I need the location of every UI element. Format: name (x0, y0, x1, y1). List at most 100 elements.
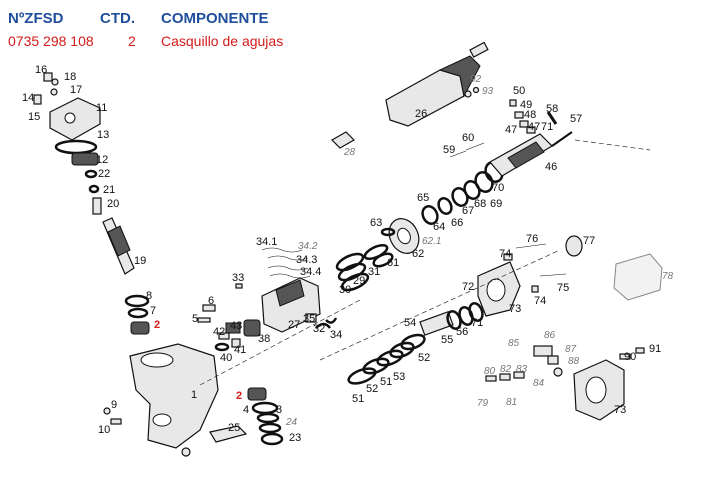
label-35: 35 (303, 313, 315, 325)
part-49 (514, 111, 524, 119)
label-28: 28 (343, 147, 356, 158)
part-86 (533, 345, 553, 357)
ring-52b (400, 333, 426, 351)
part-18 (51, 78, 59, 86)
needle-bearing-2-upper (130, 321, 150, 335)
ring-8 (124, 294, 150, 308)
part-34 (325, 317, 338, 324)
label-55: 55 (441, 334, 453, 346)
label-51a: 51 (380, 376, 392, 388)
label-80: 80 (484, 366, 496, 377)
label-69: 69 (490, 198, 502, 210)
part-58 (546, 111, 558, 125)
label-21: 21 (103, 184, 115, 196)
ring-53 (389, 341, 415, 359)
label-42: 42 (213, 326, 225, 338)
label-66: 66 (451, 217, 463, 229)
label-1: 1 (191, 389, 197, 401)
ring-23 (260, 432, 284, 446)
column-header-part-number: NºZFSD (8, 10, 64, 27)
label-47b: 47 (528, 121, 540, 133)
motor-assembly (331, 41, 489, 149)
label-56: 56 (456, 326, 468, 338)
end-housing-assembly (485, 345, 645, 421)
label-15: 15 (28, 111, 40, 123)
label-47a: 47 (505, 124, 517, 136)
bearing-12 (71, 152, 99, 166)
label-73-middle: 73 (509, 303, 521, 315)
ring-4 (251, 401, 279, 415)
worm-shaft-assembly (449, 99, 651, 177)
label-83: 83 (516, 364, 528, 375)
label-67: 67 (462, 205, 474, 217)
pin-60 (465, 142, 485, 151)
part-92 (464, 90, 472, 98)
ring-7 (127, 307, 149, 319)
label-77: 77 (583, 235, 595, 247)
label-2-lower: 2 (236, 390, 242, 402)
part-40 (214, 342, 230, 352)
ring-71 (468, 302, 484, 322)
label-71-top: 71 (541, 121, 553, 133)
ring-30 (340, 272, 370, 292)
label-26: 26 (415, 108, 427, 120)
spring-34-1 (261, 247, 303, 253)
label-84: 84 (533, 378, 545, 389)
label-63: 63 (370, 217, 382, 229)
label-9: 9 (111, 399, 117, 411)
label-50: 50 (513, 85, 525, 97)
part-93 (472, 86, 480, 94)
component-value: Casquillo de agujas (161, 33, 284, 49)
label-34-2: 34.2 (298, 241, 318, 252)
callout-labels: 16 18 17 14 15 11 13 12 22 21 20 19 8 7 … (22, 64, 674, 444)
label-33: 33 (232, 272, 244, 284)
label-27: 27 (288, 319, 300, 331)
label-92: 92 (470, 74, 482, 85)
label-24: 24 (285, 417, 298, 428)
valve-housing-assembly (477, 235, 663, 317)
label-19: 19 (134, 255, 146, 267)
part-74a (503, 253, 513, 261)
label-68: 68 (474, 198, 486, 210)
label-64: 64 (433, 221, 445, 233)
label-74a: 74 (499, 248, 511, 260)
label-86: 86 (544, 330, 556, 341)
label-59: 59 (443, 144, 455, 156)
ring-3 (256, 412, 280, 424)
part-33 (235, 283, 243, 289)
part-41 (231, 338, 241, 348)
label-82: 82 (500, 364, 512, 375)
label-34-4: 34.4 (300, 266, 321, 278)
part-32 (315, 322, 331, 329)
part-20 (92, 197, 102, 215)
label-12: 12 (96, 154, 108, 166)
label-13: 13 (97, 129, 109, 141)
part-90 (619, 353, 631, 360)
label-34-3: 34.3 (296, 254, 317, 266)
part-22 (84, 169, 98, 179)
label-79: 79 (477, 398, 489, 409)
label-8: 8 (146, 290, 152, 302)
bolt-76 (515, 243, 547, 249)
label-70: 70 (492, 182, 504, 194)
sleeve-54 (419, 310, 454, 336)
part-28 (331, 131, 355, 149)
label-22: 22 (98, 168, 110, 180)
ring-30a (335, 252, 365, 272)
sleeve-rings (199, 249, 561, 386)
part-48 (519, 120, 529, 128)
label-17: 17 (70, 84, 82, 96)
label-6: 6 (208, 295, 214, 307)
label-75: 75 (557, 282, 569, 294)
label-58: 58 (546, 103, 558, 115)
label-71-bottom: 71 (471, 317, 483, 329)
part-42 (218, 332, 230, 340)
label-38: 38 (258, 333, 270, 345)
label-76: 76 (526, 233, 538, 245)
label-10: 10 (98, 424, 110, 436)
label-30: 30 (339, 284, 351, 296)
part-14 (33, 94, 42, 105)
label-54: 54 (404, 317, 416, 329)
part-35 (305, 313, 317, 323)
